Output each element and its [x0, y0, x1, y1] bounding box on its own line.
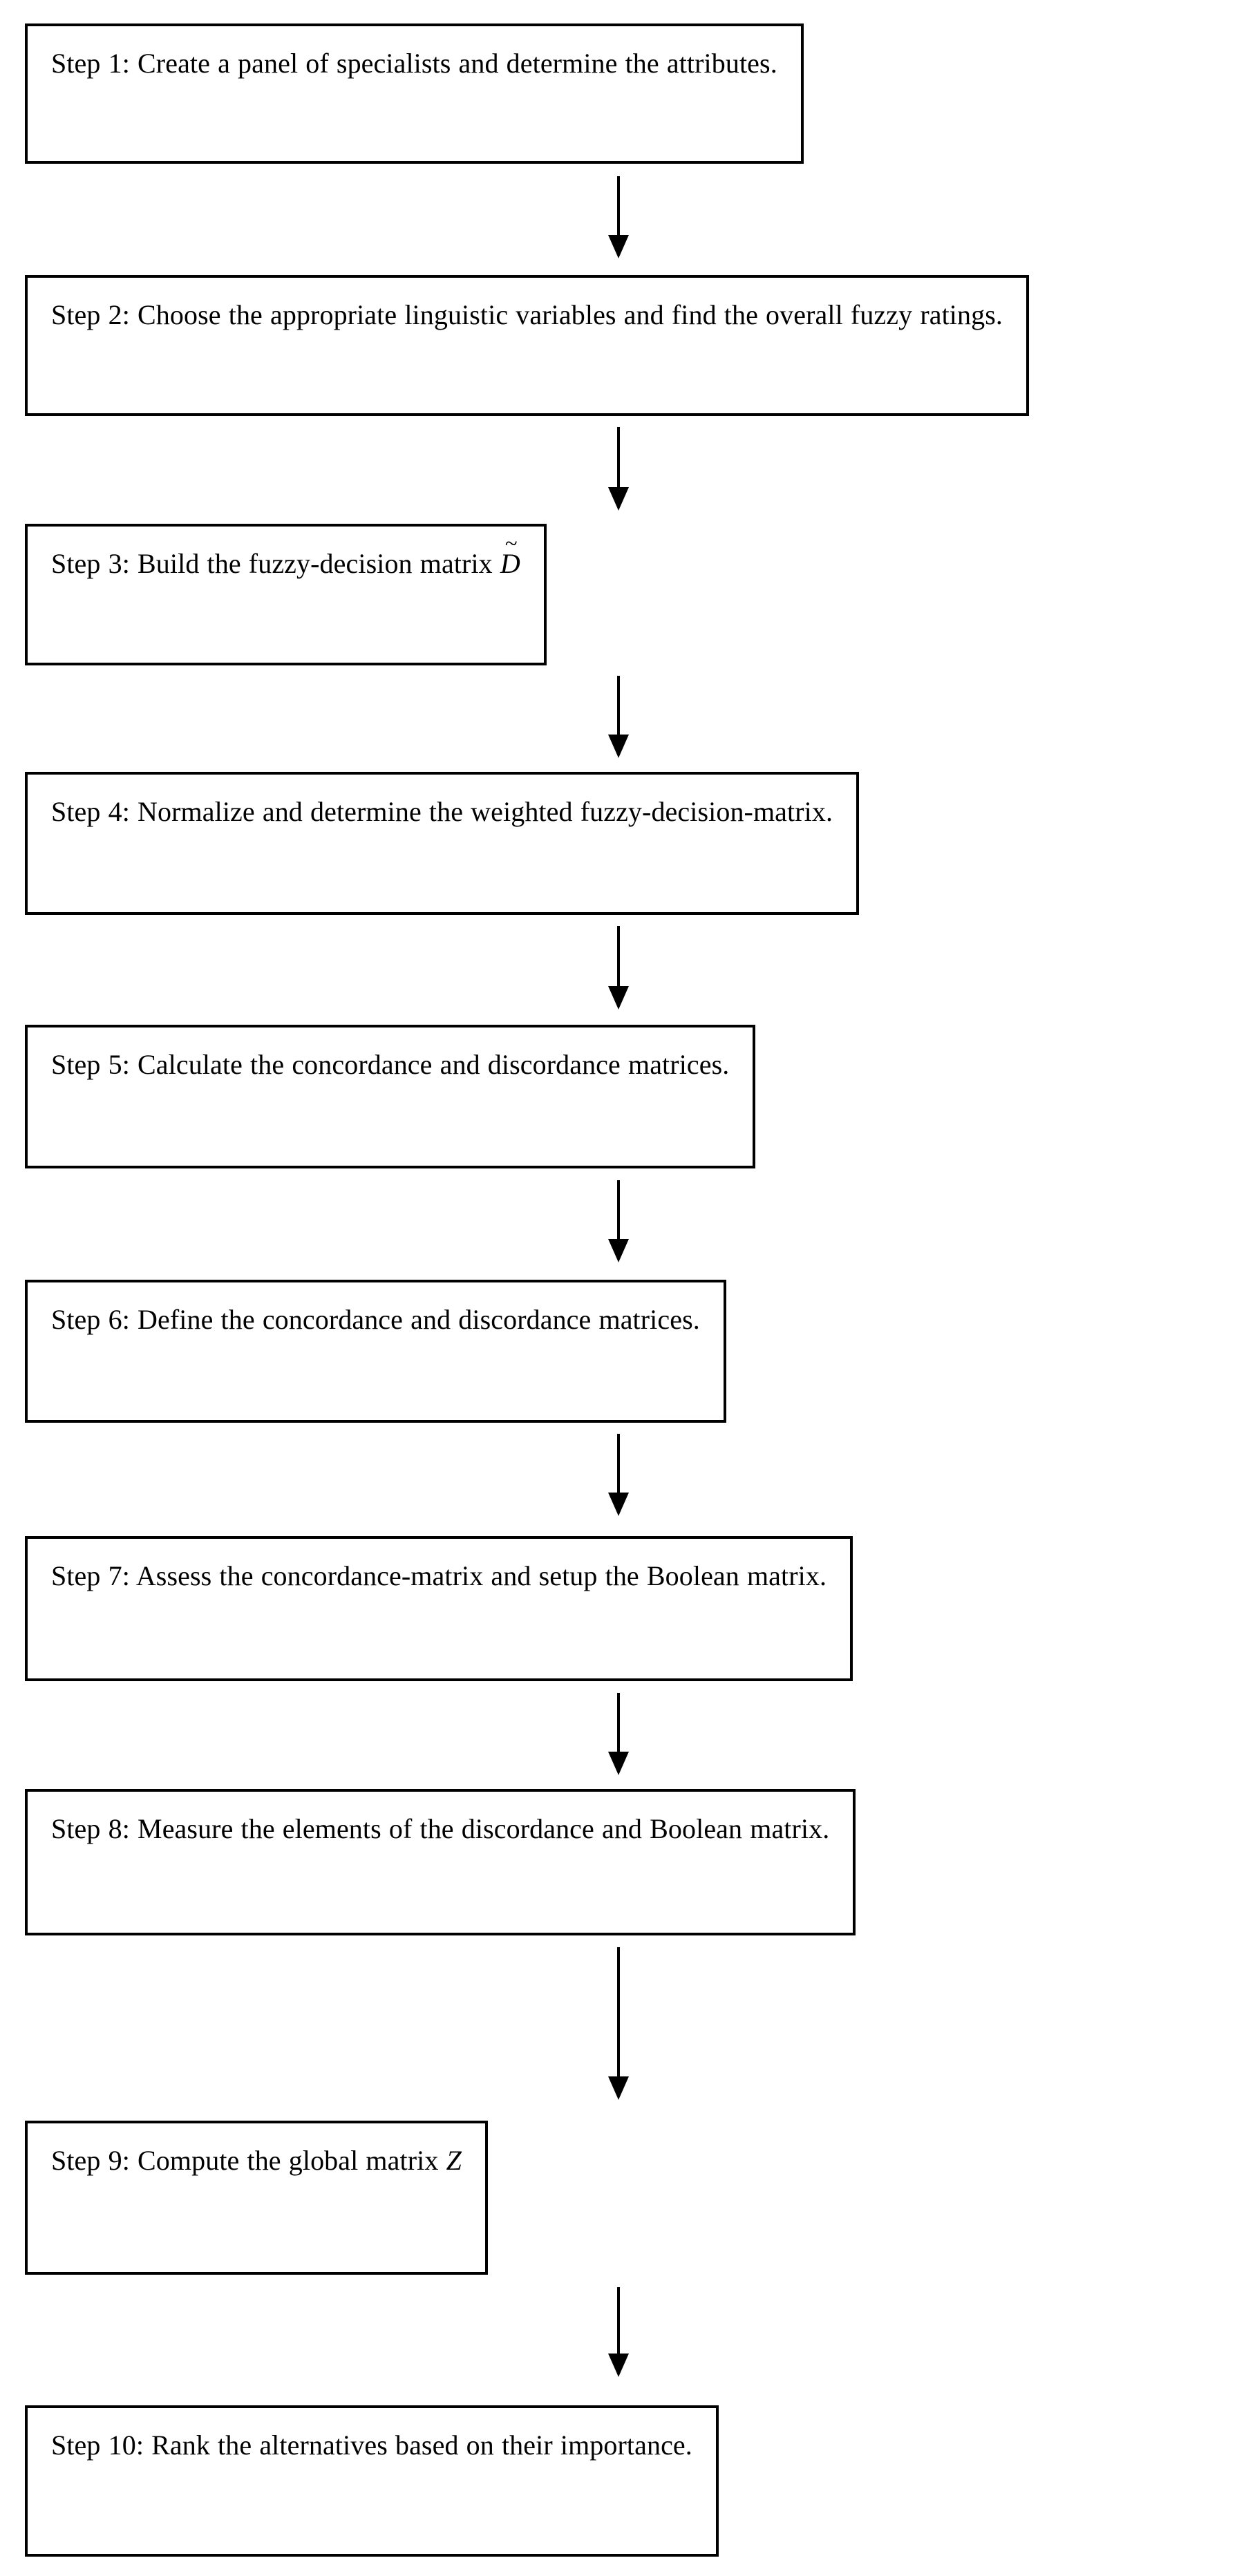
arrow-down-icon [608, 1239, 629, 1262]
arrow-down-icon [608, 2354, 629, 2377]
step-9-prefix: Step 9: Compute the global matrix [51, 2145, 446, 2176]
connector-8-to-9 [607, 1947, 630, 2103]
math-symbol-z: Z [446, 2145, 462, 2176]
step-box-4[interactable]: Step 4: Normalize and determine the weig… [25, 772, 860, 915]
connector-shaft [617, 1434, 620, 1496]
step-8-label: Step 8: Measure the elements of the disc… [51, 1813, 830, 1844]
connector-1-to-2 [607, 176, 630, 262]
arrow-down-icon [608, 735, 629, 758]
math-symbol-d-tilde: ~D [500, 533, 520, 584]
connector-shaft [617, 926, 620, 989]
connector-shaft [617, 676, 620, 738]
arrow-down-icon [608, 1493, 629, 1516]
tilde-accent: ~ [504, 531, 518, 556]
step-box-9[interactable]: Step 9: Compute the global matrix Z [25, 2121, 488, 2275]
connector-5-to-6 [607, 1180, 630, 1266]
connector-shaft [617, 2287, 620, 2356]
connector-shaft [617, 1693, 620, 1755]
step-box-1[interactable]: Step 1: Create a panel of specialists an… [25, 23, 804, 164]
arrow-down-icon [608, 1752, 629, 1775]
step-10-label: Step 10: Rank the alternatives based on … [51, 2430, 692, 2461]
step-box-5[interactable]: Step 5: Calculate the concordance and di… [25, 1025, 756, 1168]
step-box-6[interactable]: Step 6: Define the concordance and disco… [25, 1280, 726, 1423]
connector-6-to-7 [607, 1434, 630, 1519]
connector-3-to-4 [607, 676, 630, 761]
step-box-8[interactable]: Step 8: Measure the elements of the disc… [25, 1789, 856, 1935]
arrow-down-icon [608, 235, 629, 258]
step-box-7[interactable]: Step 7: Assess the concordance-matrix an… [25, 1536, 853, 1681]
connector-shaft [617, 1180, 620, 1242]
step-3-prefix: Step 3: Build the fuzzy-decision matrix [51, 548, 500, 579]
connector-4-to-5 [607, 926, 630, 1013]
connector-shaft [617, 427, 620, 491]
step-7-label: Step 7: Assess the concordance-matrix an… [51, 1560, 827, 1591]
connector-shaft [617, 1947, 620, 2080]
step-box-3[interactable]: Step 3: Build the fuzzy-decision matrix … [25, 524, 547, 665]
step-9-label: Step 9: Compute the global matrix Z [28, 2123, 485, 2181]
step-6-label: Step 6: Define the concordance and disco… [51, 1304, 700, 1335]
math-symbol-base: D [500, 548, 520, 579]
step-4-label: Step 4: Normalize and determine the weig… [51, 796, 833, 827]
arrow-down-icon [608, 986, 629, 1010]
connector-shaft [617, 176, 620, 238]
arrow-down-icon [608, 487, 629, 511]
step-2-label: Step 2: Choose the appropriate linguisti… [51, 299, 1003, 330]
arrow-down-icon [608, 2076, 629, 2100]
step-box-2[interactable]: Step 2: Choose the appropriate linguisti… [25, 275, 1029, 416]
connector-9-to-10 [607, 2287, 630, 2380]
step-5-label: Step 5: Calculate the concordance and di… [51, 1049, 730, 1080]
step-box-10[interactable]: Step 10: Rank the alternatives based on … [25, 2405, 719, 2557]
step-1-label: Step 1: Create a panel of specialists an… [51, 48, 777, 79]
step-3-label: Step 3: Build the fuzzy-decision matrix … [28, 527, 544, 584]
connector-2-to-3 [607, 427, 630, 514]
connector-7-to-8 [607, 1693, 630, 1779]
